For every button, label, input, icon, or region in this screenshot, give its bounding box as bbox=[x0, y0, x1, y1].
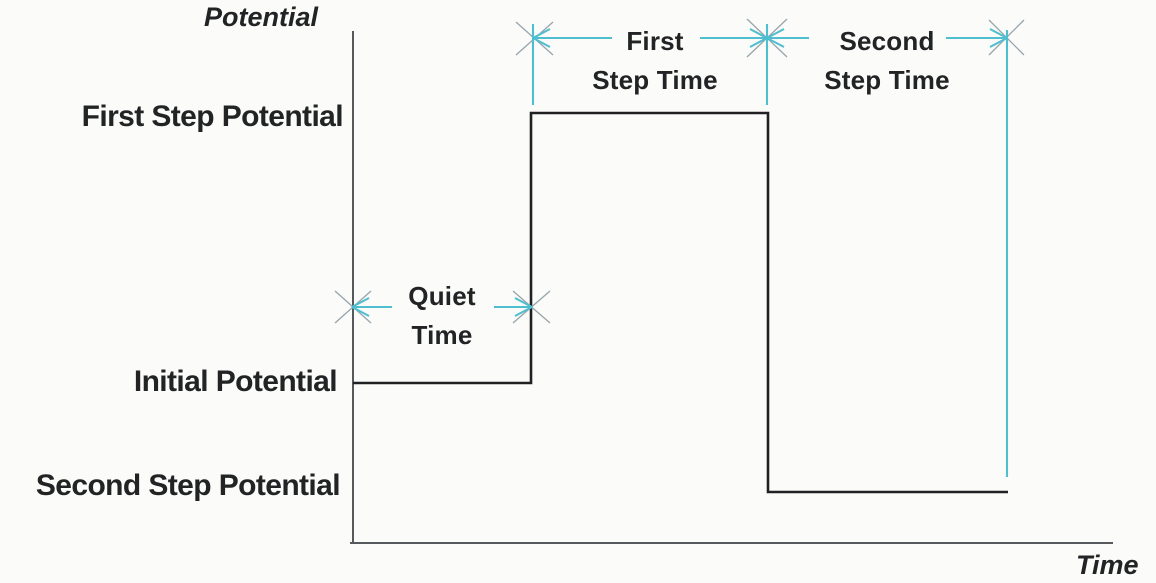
quiet-time-left-arrow-icon bbox=[351, 306, 370, 317]
waveform-group bbox=[353, 111, 1008, 494]
quiet-time-right-arrow-icon bbox=[514, 306, 533, 317]
second-step-time-left-arrow-icon bbox=[766, 28, 785, 39]
first-step-time-left-arrow-icon bbox=[532, 28, 551, 39]
quiet-time-right-arrow-icon bbox=[514, 297, 533, 308]
first-step-time-left-arrow-icon bbox=[532, 37, 551, 48]
quiet-time-label: Quiet Time bbox=[382, 277, 502, 355]
x-axis-label: Time bbox=[1076, 550, 1139, 580]
dimension-arrows-group bbox=[351, 24, 1009, 477]
quiet-time-label-line2: Time bbox=[411, 320, 473, 350]
first-step-potential-label: First Step Potential bbox=[81, 100, 344, 133]
quiet-time-left-arrow-icon bbox=[351, 297, 370, 308]
first-step-time-label-line1: First bbox=[626, 26, 684, 56]
first-step-time-right-arrow-icon bbox=[749, 28, 768, 39]
waveform-path bbox=[353, 111, 1008, 494]
axes-group bbox=[350, 31, 1113, 544]
second-step-time-right-arrow-icon bbox=[989, 37, 1008, 48]
second-step-potential-label: Second Step Potential bbox=[35, 469, 341, 502]
second-step-time-label-line2: Step Time bbox=[824, 65, 950, 95]
first-step-time-label: First Step Time bbox=[555, 22, 755, 100]
second-step-time-left-arrow-icon bbox=[766, 37, 785, 48]
initial-potential-label: Initial Potential bbox=[133, 365, 338, 398]
second-step-time-label: Second Step Time bbox=[787, 22, 987, 100]
first-step-time-label-line2: Step Time bbox=[592, 65, 718, 95]
second-step-time-right-arrow-icon bbox=[989, 28, 1008, 39]
first-step-time-right-arrow-icon bbox=[749, 37, 768, 48]
second-step-time-label-line1: Second bbox=[839, 26, 935, 56]
quiet-time-label-line1: Quiet bbox=[408, 281, 476, 311]
y-axis-label: Potential bbox=[204, 2, 319, 32]
